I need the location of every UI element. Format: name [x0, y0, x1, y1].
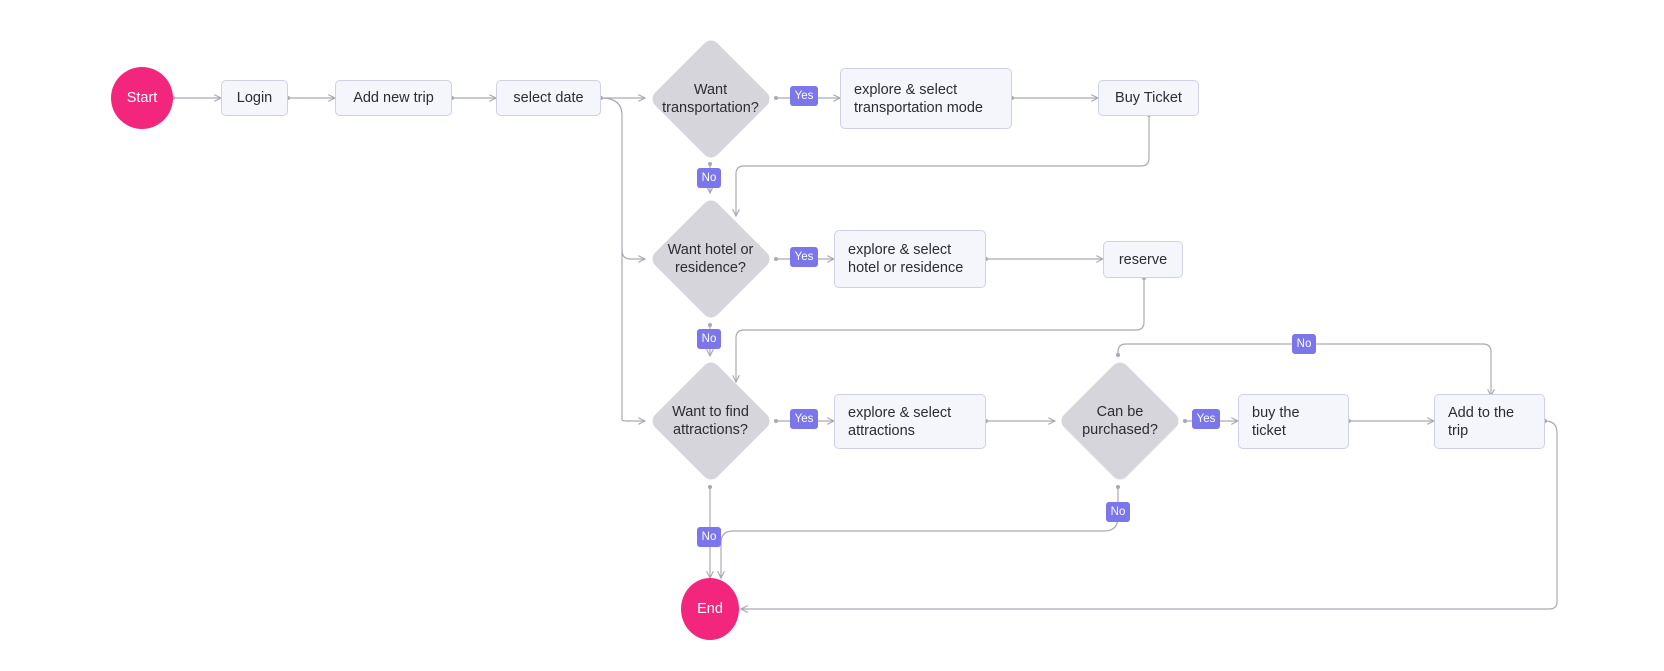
yes-badge: Yes: [1192, 409, 1220, 429]
reserve-box[interactable]: reserve: [1103, 241, 1183, 278]
start-label: Start: [126, 90, 158, 106]
decision-transportation-label: Want transportation?: [662, 82, 759, 116]
edge-buy-qhotel: [736, 115, 1150, 216]
explore-transportation-label: explore & select transportation mode: [854, 81, 983, 116]
buy-ticket-box[interactable]: Buy Ticket: [1098, 80, 1199, 116]
buy-the-ticket-label: buy the ticket: [1252, 404, 1300, 439]
edge-addtrip-end: [741, 420, 1558, 609]
reserve-label: reserve: [1118, 251, 1168, 268]
edge-qpurchase-no-end: [721, 487, 1119, 578]
decision-hotel[interactable]: Want hotel or residence?: [645, 194, 776, 324]
end-node[interactable]: End: [681, 578, 739, 640]
explore-transportation-box[interactable]: explore & select transportation mode: [840, 68, 1012, 129]
start-node[interactable]: Start: [111, 67, 173, 129]
decision-attractions-label: Want to find attractions?: [672, 404, 749, 438]
explore-hotel-box[interactable]: explore & select hotel or residence: [834, 230, 986, 288]
edge-date-branch: [600, 97, 645, 421]
add-new-trip-label: Add new trip: [353, 90, 434, 106]
yes-badge: Yes: [790, 409, 818, 429]
add-to-trip-box[interactable]: Add to the trip: [1434, 394, 1545, 449]
edge-reserve-qattr: [736, 278, 1145, 382]
no-badge: No: [1292, 334, 1316, 354]
no-badge: No: [697, 168, 721, 188]
add-to-trip-label: Add to the trip: [1448, 404, 1515, 439]
yes-badge: Yes: [790, 247, 818, 267]
add-new-trip-box[interactable]: Add new trip: [335, 80, 452, 116]
buy-the-ticket-box[interactable]: buy the ticket: [1238, 394, 1349, 449]
login-box[interactable]: Login: [221, 80, 288, 116]
yes-badge: Yes: [790, 86, 818, 106]
decision-attractions[interactable]: Want to find attractions?: [645, 356, 776, 486]
login-label: Login: [236, 90, 273, 106]
decision-hotel-label: Want hotel or residence?: [667, 242, 754, 276]
select-date-box[interactable]: select date: [496, 80, 601, 116]
explore-attractions-box[interactable]: explore & select attractions: [834, 394, 986, 449]
decision-can-be-purchased[interactable]: Can be purchased?: [1055, 356, 1185, 486]
select-date-label: select date: [513, 90, 584, 106]
decision-transportation[interactable]: Want transportation?: [645, 34, 776, 164]
edge-branch-qhotel: [621, 249, 645, 259]
end-label: End: [697, 601, 723, 617]
no-badge: No: [1106, 502, 1130, 522]
no-badge: No: [697, 527, 721, 547]
buy-ticket-label: Buy Ticket: [1115, 90, 1182, 106]
no-badge: No: [697, 329, 721, 349]
decision-purchase-label: Can be purchased?: [1082, 404, 1158, 438]
explore-attractions-label: explore & select attractions: [848, 404, 952, 439]
explore-hotel-label: explore & select hotel or residence: [848, 242, 964, 276]
